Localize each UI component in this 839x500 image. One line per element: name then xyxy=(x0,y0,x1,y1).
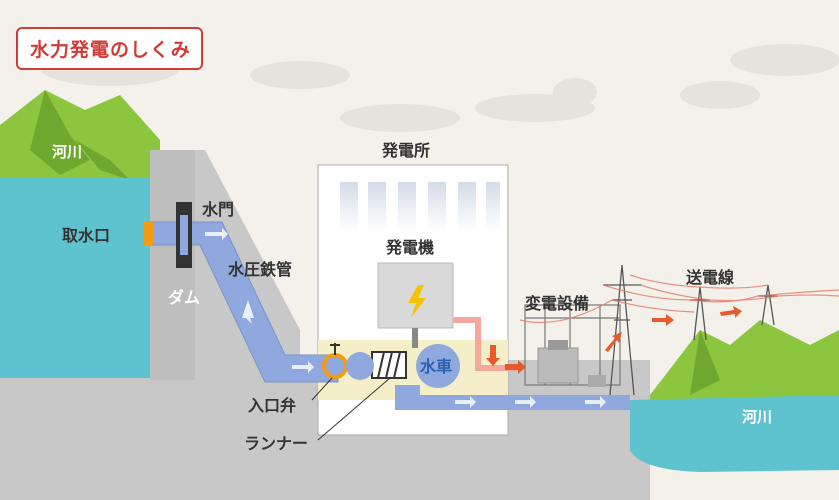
inlet-valve xyxy=(322,353,348,379)
page-title: 水力発電のしくみ xyxy=(16,27,203,70)
power-cable xyxy=(453,317,515,371)
generator-shaft xyxy=(412,328,418,348)
turbine-wheel xyxy=(416,344,460,388)
leader-lines xyxy=(311,377,391,441)
label-river-right: 河川 xyxy=(742,408,773,426)
powerhouse-windows xyxy=(340,182,500,232)
label-transmission: 送電線 xyxy=(686,268,735,287)
left-mountains xyxy=(0,90,160,200)
label-dam: ダム xyxy=(168,288,201,307)
penstock-pipe xyxy=(149,221,339,383)
label-inlet-valve: 入口弁 xyxy=(248,396,297,415)
label-generator: 発電機 xyxy=(386,238,435,257)
label-intake: 取水口 xyxy=(62,226,111,245)
label-river-left: 河川 xyxy=(52,143,83,161)
power-lines xyxy=(519,274,839,324)
label-penstock: 水圧鉄管 xyxy=(228,260,293,279)
outflow-channel xyxy=(395,385,630,410)
clouds xyxy=(40,37,839,132)
right-mountains xyxy=(650,320,839,420)
label-gate: 水門 xyxy=(202,200,235,219)
right-river xyxy=(630,395,839,472)
intake-mouth xyxy=(143,222,153,246)
flow-arrows xyxy=(205,228,606,408)
label-runner: ランナー xyxy=(244,434,309,453)
label-substation: 変電設備 xyxy=(525,294,590,313)
label-turbine: 水車 xyxy=(420,357,453,376)
label-powerhouse: 発電所 xyxy=(382,141,431,160)
lightning-icon xyxy=(408,285,426,318)
reservoir xyxy=(0,178,172,378)
